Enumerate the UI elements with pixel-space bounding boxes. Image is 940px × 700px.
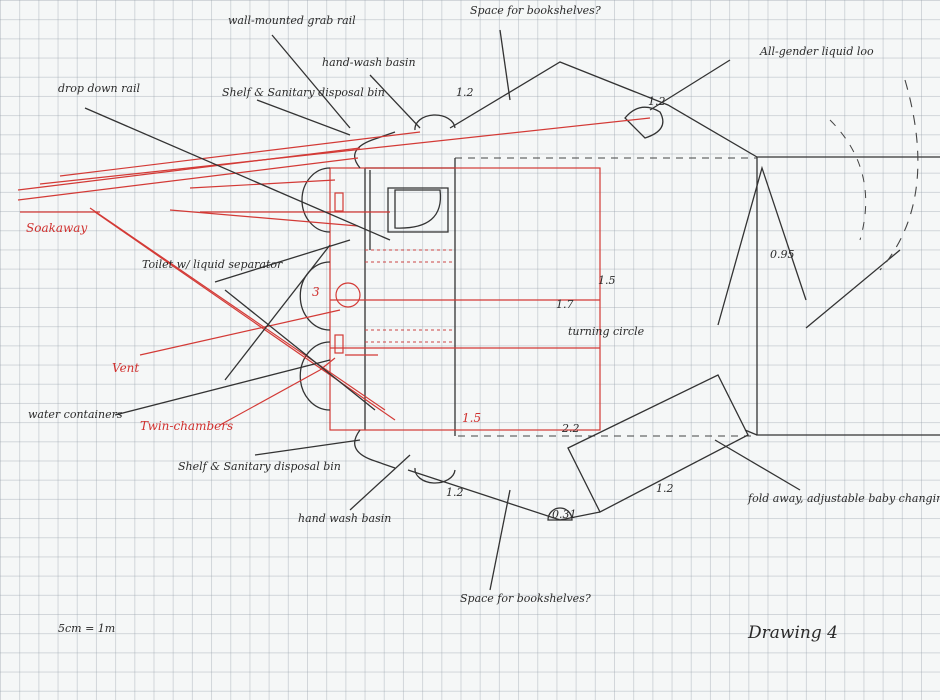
label-shelf-top: Shelf & Sanitary disposal bin [222, 86, 385, 99]
label-shelf-bottom: Shelf & Sanitary disposal bin [178, 460, 341, 473]
label-soakaway: Soakaway [26, 221, 87, 235]
label-wall-rail: wall-mounted grab rail [228, 14, 356, 27]
container-1 [334, 192, 344, 212]
black-leader-lines [84, 29, 801, 591]
dim-inner-bottom: 2.2 [561, 422, 580, 435]
dim-top-loo: 1.2 [648, 95, 666, 108]
dim-bottom-wall: 1.2 [446, 486, 464, 499]
label-scale: 5cm = 1m [58, 622, 115, 635]
label-basin-bottom: hand wash basin [298, 512, 391, 525]
red-room-outline [329, 167, 601, 431]
label-vent: Vent [112, 361, 139, 375]
ink-labels: Space for bookshelves? wall-mounted grab… [28, 4, 940, 643]
label-turning-circle: turning circle [568, 325, 645, 338]
label-drawing: Drawing 4 [747, 623, 838, 643]
vent-circle [335, 282, 361, 308]
dim-inner-width: 1.5 [462, 411, 481, 425]
dim-top-wall: 1.2 [456, 86, 474, 99]
label-all-gender: All-gender liquid loo [759, 45, 874, 58]
dim-bottom-door: 1.2 [656, 482, 674, 495]
container-2 [334, 334, 344, 354]
label-water: water containers [28, 408, 123, 421]
dim-bottom-dia: 0.31 [552, 508, 577, 521]
label-drop-rail: drop down rail [58, 82, 140, 95]
label-twin-chambers: Twin-chambers [140, 419, 233, 433]
label-basin-top: hand-wash basin [322, 56, 416, 69]
dimension-labels: 1.2 1.2 0.95 1.7 1.5 2.2 1.2 1.2 0.31 [446, 86, 795, 521]
dim-vent-no: 3 [312, 285, 320, 299]
label-space-top: Space for bookshelves? [470, 4, 601, 17]
dim-arc: 0.95 [770, 248, 795, 261]
red-labels: Soakaway Vent Twin-chambers 1.5 3 [26, 221, 481, 433]
dim-circle-w: 1.5 [598, 274, 616, 287]
label-space-bottom: Space for bookshelves? [460, 592, 591, 605]
building-outline [364, 61, 940, 521]
toilet-bowl [387, 187, 449, 233]
red-fixtures [329, 167, 601, 431]
red-leader-lines [17, 117, 651, 426]
dim-circle-h: 1.7 [556, 298, 574, 311]
label-toilet: Toilet w/ liquid separator [142, 258, 283, 271]
door-and-changing-unit [547, 79, 919, 521]
label-fold-away: fold away, adjustable baby changing unit [747, 492, 940, 505]
toilet-group [299, 106, 664, 484]
